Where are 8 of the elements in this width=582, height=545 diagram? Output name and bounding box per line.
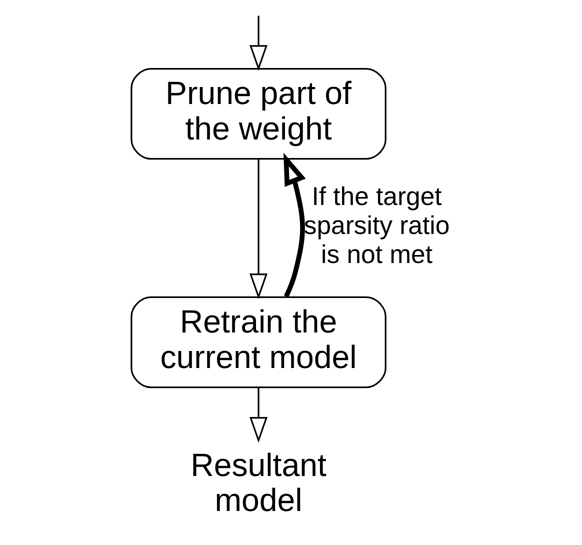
edge-label: If the target sparsity ratio is not met (303, 183, 450, 270)
arrow (249, 387, 268, 443)
node-box: Prune part of the weight (130, 68, 386, 160)
arrow (283, 152, 306, 298)
node-box: Retrain the current model (130, 296, 386, 388)
node-text: Resultant model (190, 446, 326, 518)
arrow (249, 16, 268, 71)
arrow (249, 159, 268, 300)
